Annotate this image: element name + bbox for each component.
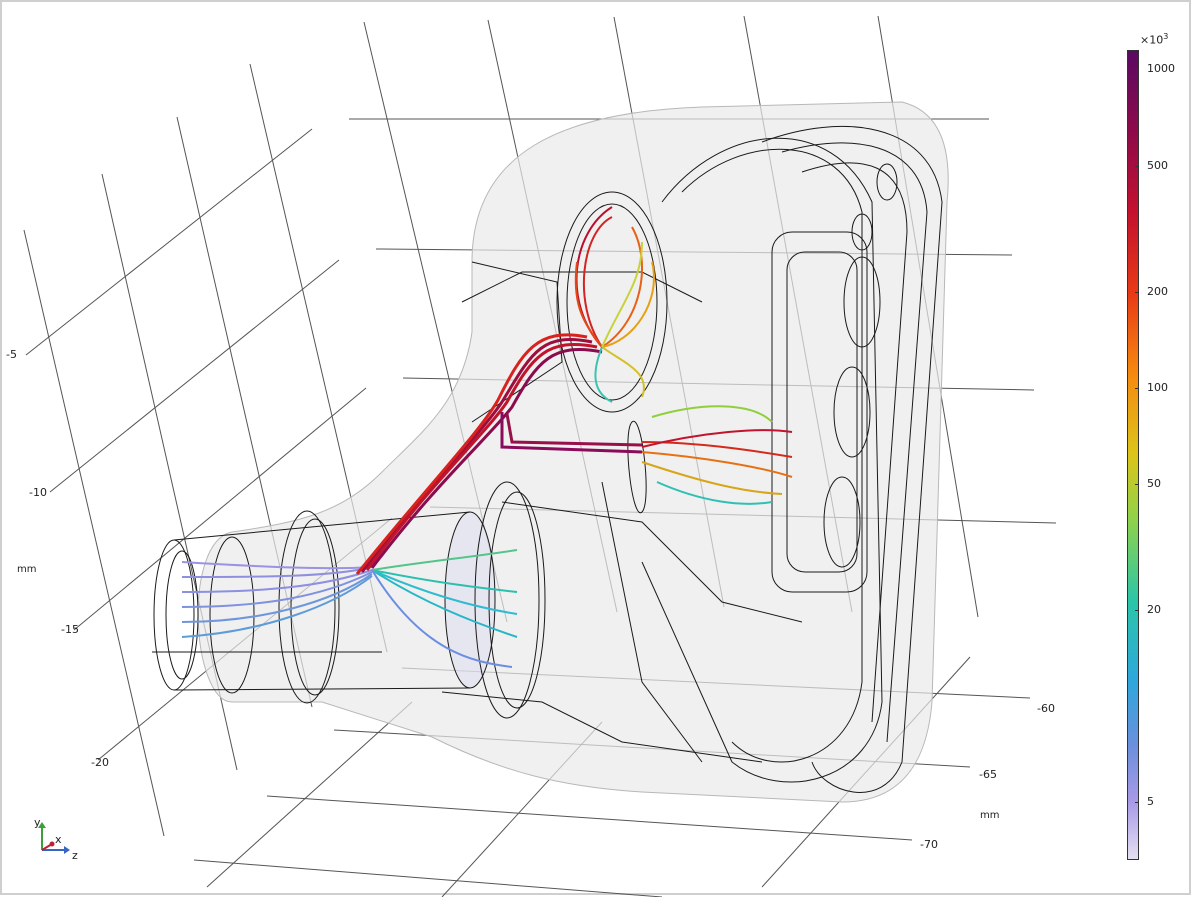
- z-axis-arrowhead: [64, 846, 70, 854]
- streamlines: [181, 206, 793, 668]
- axis-orientation-triad: y x z: [34, 816, 78, 862]
- legend-tick-label: 500: [1147, 159, 1168, 172]
- y-axis-unit: mm: [17, 564, 37, 575]
- legend-tick-mark: [1135, 166, 1139, 167]
- z-tick-label: -65: [979, 768, 997, 781]
- triad-y-label: y: [34, 816, 41, 829]
- color-legend-bar: [1127, 50, 1139, 860]
- legend-tick-label: 200: [1147, 285, 1168, 298]
- legend-tick-mark: [1135, 292, 1139, 293]
- legend-tick-label: 20: [1147, 603, 1161, 616]
- legend-multiplier: ×103: [1140, 32, 1169, 47]
- x-axis-dot: [49, 841, 55, 847]
- legend-tick-mark: [1135, 484, 1139, 485]
- y-tick-label: -5: [6, 348, 17, 361]
- legend-tick-mark: [1135, 610, 1139, 611]
- y-tick-label: -15: [61, 623, 79, 636]
- y-axis-arrowhead: [38, 822, 46, 828]
- legend-tick-label: 100: [1147, 381, 1168, 394]
- inlet-pipe: [152, 481, 546, 719]
- legend-tick-label: 5: [1147, 795, 1154, 808]
- y-tick-label: -10: [29, 486, 47, 499]
- triad-z-label: z: [72, 849, 78, 862]
- legend-tick-mark: [1135, 388, 1139, 389]
- legend-tick-label: 50: [1147, 477, 1161, 490]
- legend-tick-mark: [1135, 802, 1139, 803]
- y-tick-label: -20: [91, 756, 109, 769]
- triad-x-label: x: [55, 833, 62, 846]
- legend-tick-label: 1000: [1147, 62, 1175, 75]
- z-tick-label: -70: [920, 838, 938, 851]
- legend-tick-mark: [1135, 69, 1139, 70]
- z-tick-label: -60: [1037, 702, 1055, 715]
- z-axis-unit: mm: [980, 810, 1000, 821]
- housing-surface: [197, 101, 949, 803]
